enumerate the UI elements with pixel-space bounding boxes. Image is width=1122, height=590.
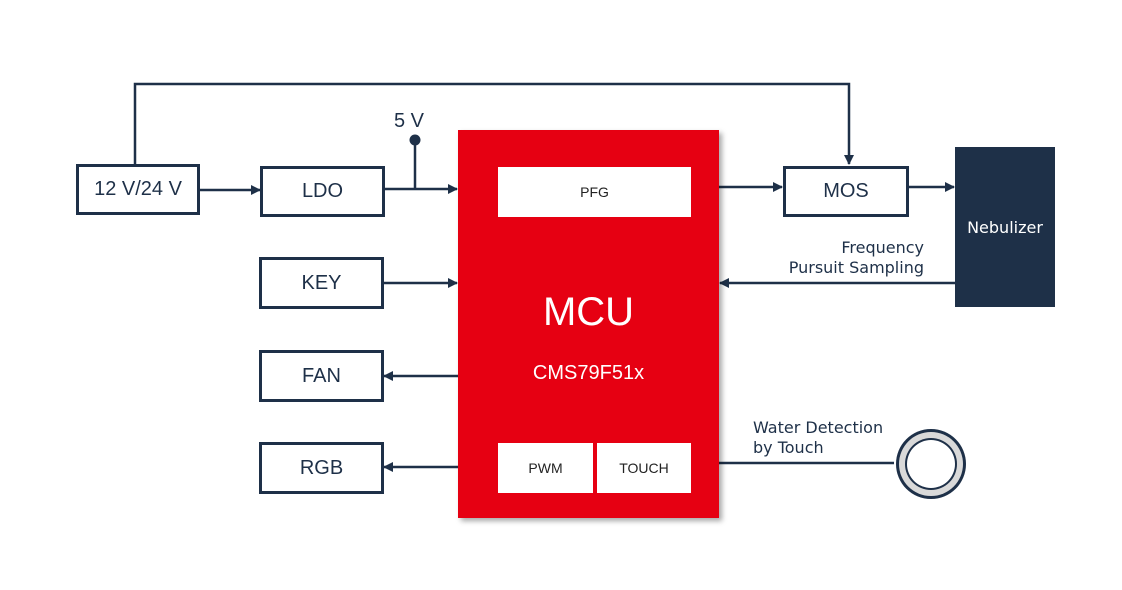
- mcu-block: PFG PWM TOUCH: [458, 130, 719, 518]
- pfg-label: PFG: [580, 184, 609, 200]
- water-line-1: Water Detection: [753, 418, 884, 437]
- frequency-line-1: Frequency: [841, 238, 924, 257]
- key-block: KEY: [259, 257, 384, 309]
- 5v-node-dot: [409, 134, 421, 146]
- water-detection-annotation: Water Detection by Touch: [753, 418, 883, 458]
- mcu-title: MCU: [542, 290, 635, 334]
- nebulizer-label: Nebulizer: [967, 217, 1043, 237]
- pwm-label: PWM: [528, 460, 563, 476]
- rgb-block: RGB: [259, 442, 384, 494]
- touch-module: TOUCH: [597, 443, 691, 493]
- rgb-label: RGB: [299, 456, 344, 479]
- mos-label: MOS: [823, 180, 869, 202]
- wire-power-to-mos: [133, 82, 854, 165]
- mos-block: MOS: [783, 166, 909, 217]
- pfg-module: PFG: [498, 167, 691, 217]
- power-input-block: 12 V/24 V: [76, 164, 200, 215]
- touch-sensor-icon: [896, 429, 966, 499]
- fan-label: FAN: [302, 364, 341, 387]
- mcu-part-number: CMS79F51x: [532, 362, 645, 384]
- key-label: KEY: [301, 271, 342, 294]
- pwm-module: PWM: [498, 443, 593, 493]
- 5v-label: 5 V: [394, 110, 425, 132]
- power-input-label: 12 V/24 V: [94, 178, 182, 200]
- frequency-sampling-annotation: Frequency Pursuit Sampling: [789, 238, 924, 278]
- nebulizer-block: Nebulizer: [955, 147, 1055, 307]
- water-line-2: by Touch: [753, 438, 824, 457]
- ldo-block: LDO: [260, 166, 385, 217]
- fan-block: FAN: [259, 350, 384, 402]
- touch-label: TOUCH: [619, 460, 669, 476]
- ldo-label: LDO: [301, 180, 344, 202]
- frequency-line-2: Pursuit Sampling: [788, 258, 924, 277]
